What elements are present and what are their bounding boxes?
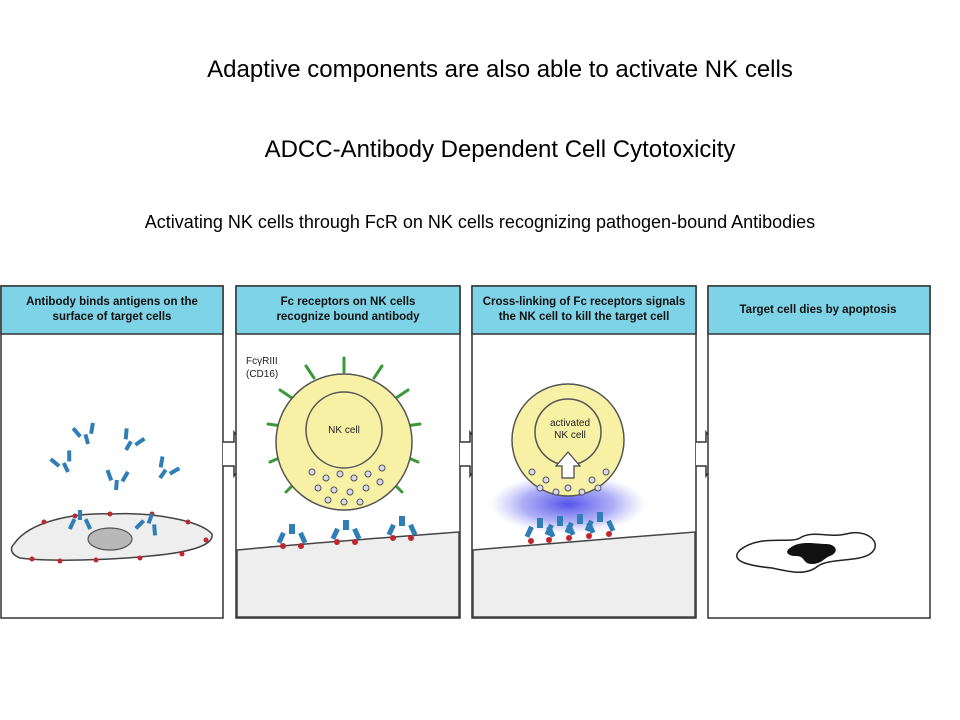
panel-1-header	[0, 285, 224, 335]
slide-subtitle: ADCC-Antibody Dependent Cell Cytotoxicit…	[264, 136, 736, 163]
panel-1-header-line2: surface of target cells	[53, 311, 172, 323]
panel-2-header	[235, 285, 461, 335]
crosslinked-antibodies	[524, 512, 616, 544]
panel-3-header-line2: the NK cell to kill the target cell	[499, 311, 670, 323]
slide-title: Adaptive components are also able to act…	[207, 56, 793, 83]
nk-cell-label: NK cell	[328, 425, 360, 436]
panel-3-header	[471, 285, 697, 335]
receptor-label-line1: FcγRIII	[246, 356, 278, 367]
panel-2-header-line2: recognize bound antibody	[276, 311, 420, 323]
panel-4-header	[707, 285, 931, 335]
apoptotic-nucleus	[787, 543, 836, 564]
activated-label-line2: NK cell	[554, 430, 586, 441]
activated-granules	[528, 468, 610, 496]
panel-3: Cross-linking of Fc receptors signals th…	[471, 285, 723, 619]
slide-description: Activating NK cells through FcR on NK ce…	[144, 212, 816, 232]
receptor-label-line2: (CD16)	[246, 369, 278, 380]
granules	[308, 464, 386, 506]
panel-1: Antibody binds antigens on the surface o…	[0, 285, 251, 619]
target-cell-surface	[236, 531, 460, 618]
cytotoxic-glow	[490, 474, 646, 534]
bound-antibodies	[276, 516, 418, 549]
target-cell-surface-3	[472, 531, 696, 618]
signal-arrow	[554, 451, 582, 479]
panel-2-header-line1: Fc receptors on NK cells	[281, 296, 416, 308]
nk-cell-nucleus	[305, 391, 383, 469]
panel-3-header-line1: Cross-linking of Fc receptors signals	[483, 296, 686, 308]
target-cell-nucleus	[87, 527, 133, 551]
adcc-diagram: Antibody binds antigens on the surface o…	[0, 285, 931, 619]
panel-4-header-line1: Target cell dies by apoptosis	[740, 304, 897, 316]
panel-4: Target cell dies by apoptosis	[707, 285, 931, 619]
antigens	[29, 511, 209, 564]
panel-1-header-line1: Antibody binds antigens on the	[26, 296, 198, 308]
panel-2: Fc receptors on NK cells recognize bound…	[235, 285, 487, 619]
activated-label-line1: activated	[550, 418, 590, 429]
